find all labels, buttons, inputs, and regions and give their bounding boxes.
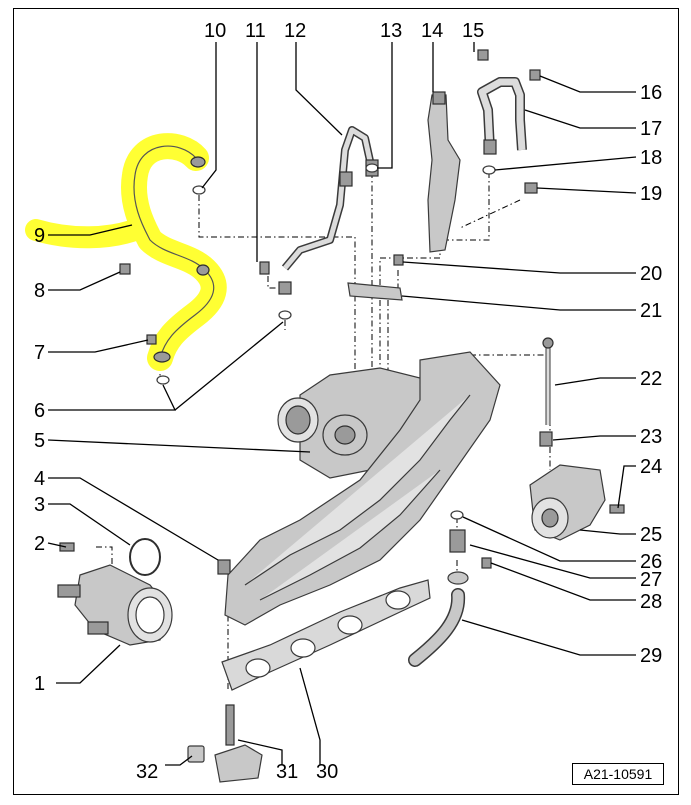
- callout-21: 21: [640, 300, 662, 322]
- callout-8: 8: [34, 280, 45, 302]
- callout-26: 26: [640, 551, 662, 573]
- retaining-plate-part-21: [347, 282, 403, 301]
- manifold-gasket-part-30: [221, 579, 431, 691]
- callout-15: 15: [462, 20, 484, 42]
- valve-part-27: [449, 529, 466, 553]
- actuator-rod-part-22: [542, 337, 554, 425]
- callout-22: 22: [640, 368, 662, 390]
- callout-28: 28: [640, 591, 662, 613]
- coolant-hose-part-9: [25, 133, 227, 371]
- callout-6: 6: [34, 400, 45, 422]
- bracket-part-14: [427, 91, 461, 253]
- callout-27: 27: [640, 569, 662, 591]
- callout-10: 10: [204, 20, 226, 42]
- callout-20: 20: [640, 263, 662, 285]
- callout-7: 7: [34, 342, 45, 364]
- callout-numbers: 1 2 3 4 5 6 7 8 9 10 11 12 13 14 15 16 1…: [34, 20, 662, 783]
- callout-2: 2: [34, 533, 45, 555]
- callout-17: 17: [640, 118, 662, 140]
- callout-32: 32: [136, 761, 158, 783]
- callout-25: 25: [640, 524, 662, 546]
- callout-5: 5: [34, 430, 45, 452]
- leader-lines: [47, 42, 637, 766]
- callout-3: 3: [34, 494, 45, 516]
- callout-31: 31: [276, 761, 298, 783]
- callout-24: 24: [640, 456, 662, 478]
- fasteners: [59, 49, 625, 575]
- callout-11: 11: [245, 20, 266, 42]
- callout-23: 23: [640, 426, 662, 448]
- stud-part-31: [214, 704, 263, 783]
- exhaust-manifold: [224, 351, 501, 626]
- callout-16: 16: [640, 82, 662, 104]
- callout-18: 18: [640, 147, 662, 169]
- hose-part-29: [408, 588, 466, 667]
- callout-12: 12: [284, 20, 306, 42]
- callout-13: 13: [380, 20, 402, 42]
- coolant-pipe-part-17: [477, 77, 527, 155]
- callout-1: 1: [34, 673, 45, 695]
- coolant-pipe-part-12: [278, 126, 379, 295]
- reference-code-label: A21-10591: [572, 763, 664, 785]
- actuator-part-25: [529, 464, 606, 541]
- callout-14: 14: [421, 20, 443, 42]
- intake-connection-part-1: [57, 564, 173, 646]
- diagram-frame: [13, 8, 679, 795]
- clamp-part-28: [447, 571, 469, 585]
- callout-30: 30: [316, 761, 338, 783]
- callout-19: 19: [640, 183, 662, 205]
- plug-part-32: [187, 745, 205, 763]
- callout-29: 29: [640, 645, 662, 667]
- callout-4: 4: [34, 468, 45, 490]
- callout-9: 9: [34, 225, 45, 247]
